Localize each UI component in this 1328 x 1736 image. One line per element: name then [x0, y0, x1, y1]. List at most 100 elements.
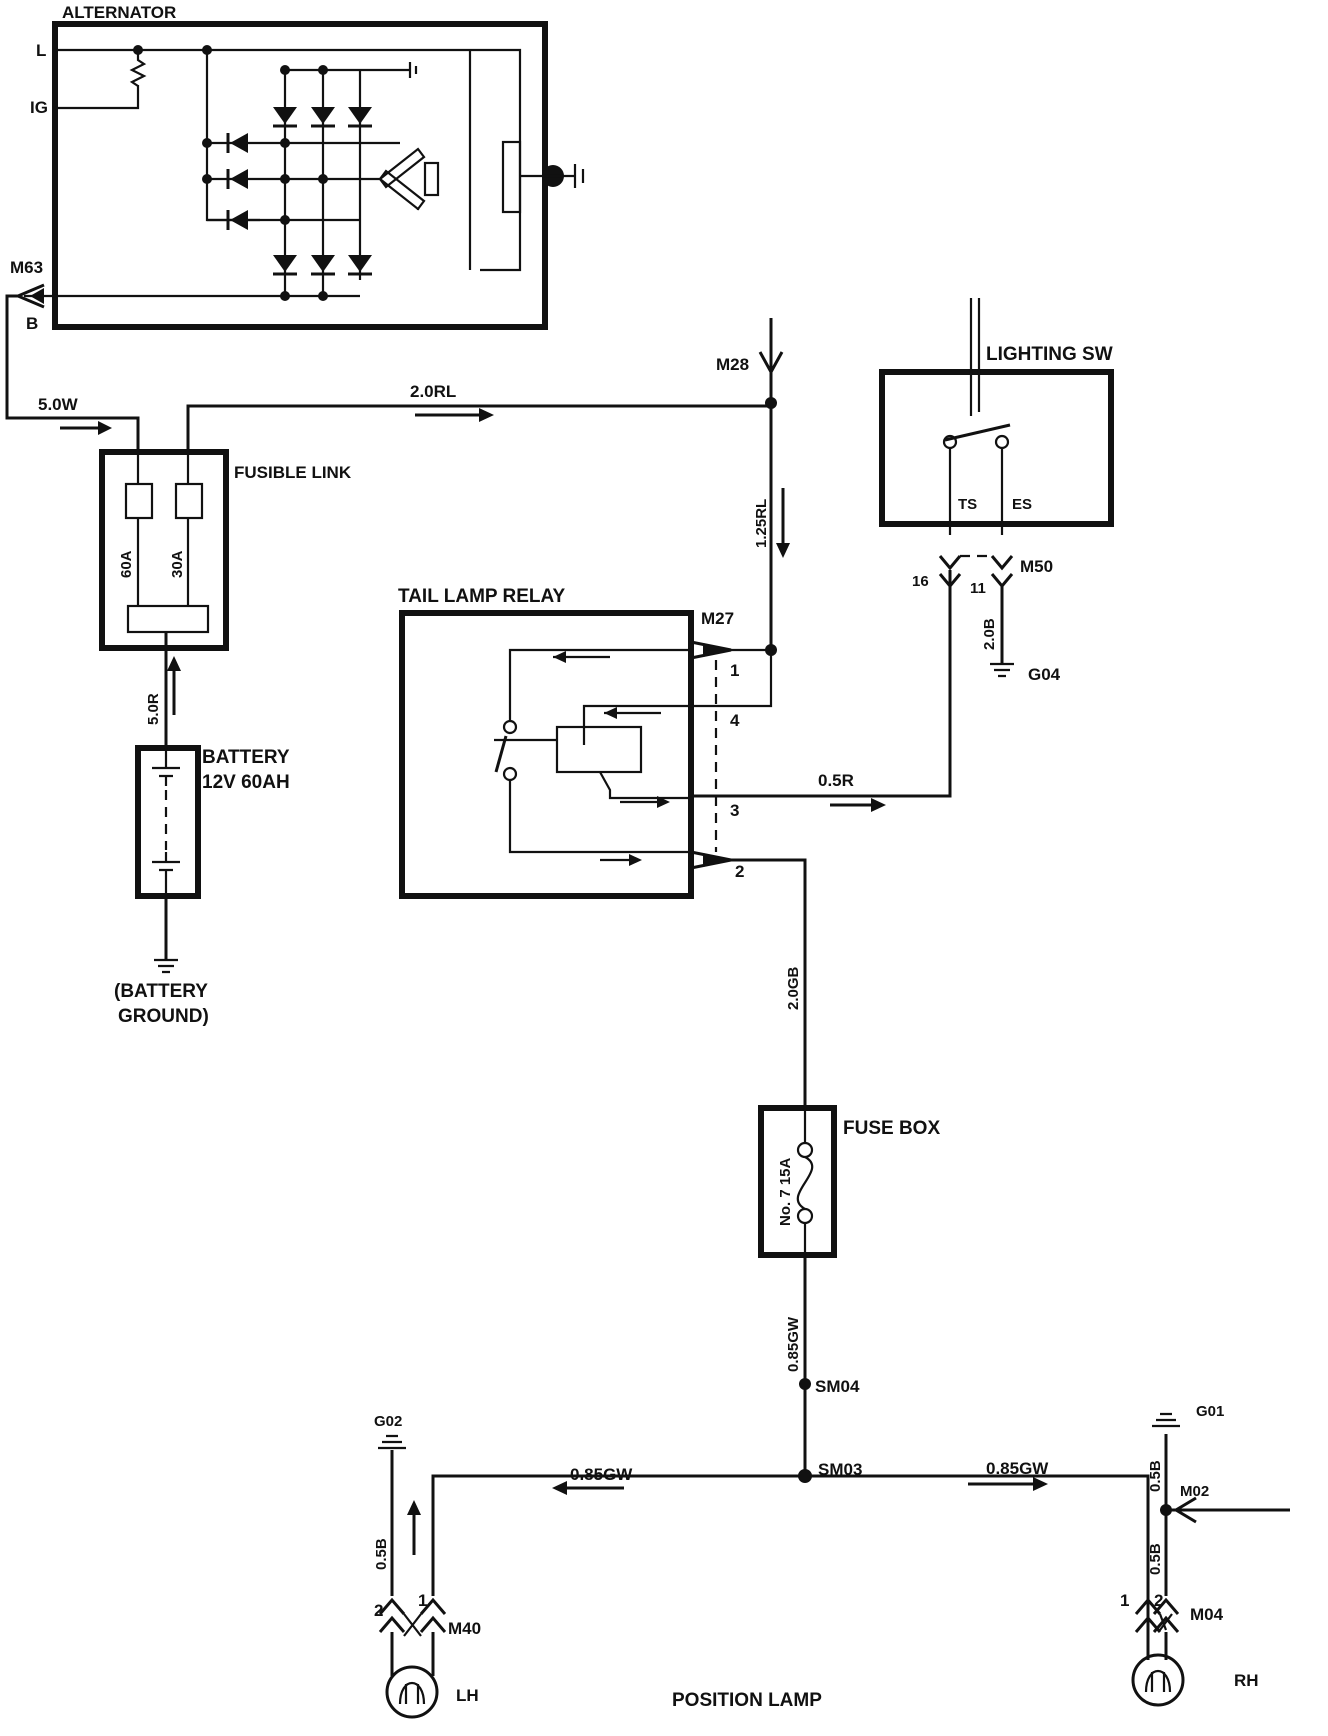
alternator-l-wire [55, 48, 522, 272]
sm04-splice [799, 1378, 811, 1390]
relay-pin-1: 1 [730, 661, 739, 680]
relay-switch-arm [494, 735, 508, 773]
alternator-ig-wire [55, 85, 140, 110]
rh-position-lamp: G01 0.5B M02 0.5B 1 2 M04 RH [1120, 1403, 1290, 1707]
fuse-60a-label: 60A [118, 550, 135, 578]
alternator: ALTERNATOR L IG M63 B [10, 3, 585, 333]
lighting-switch-ts: TS [958, 496, 977, 513]
wire-label-5-0w: 5.0W [38, 395, 79, 414]
lighting-switch: LIGHTING SW TS ES M50 16 11 2.0B G04 [879, 298, 1114, 796]
battery-title-line2: 12V 60AH [202, 772, 290, 793]
lighting-switch-pin-16: 16 [912, 573, 929, 590]
lh-pin-1: 1 [418, 1591, 427, 1610]
position-lamp-caption: POSITION LAMP [672, 1690, 822, 1711]
voltage-regulator-icon [468, 50, 585, 270]
wire-label-2-0b: 2.0B [981, 618, 998, 650]
lighting-switch-es: ES [1012, 496, 1032, 513]
g01-label: G01 [1196, 1403, 1224, 1420]
wire-label-5-0r: 5.0R [145, 693, 162, 725]
tail-lamp-relay-box [399, 610, 694, 899]
field-resistor-icon [129, 50, 147, 87]
m02-connector-icon [1173, 1496, 1197, 1524]
g02-label: G02 [374, 1413, 402, 1430]
alternator-terminal-b: B [26, 314, 38, 333]
g04-ground-icon [990, 662, 1014, 678]
fuse-box-box [758, 1105, 837, 1258]
wire-label-0-85gw-left: 0.85GW [570, 1465, 633, 1484]
diode-bridge-upper [273, 65, 372, 300]
battery-title-line1: BATTERY [202, 747, 290, 768]
m02-label: M02 [1180, 1483, 1209, 1500]
m28-label: M28 [716, 355, 749, 374]
relay-pin-3: 3 [730, 801, 739, 820]
rh-label: RH [1234, 1671, 1259, 1690]
wire-5-0w [5, 294, 140, 452]
wire-label-2-0rl: 2.0RL [410, 382, 456, 401]
battery-box [135, 745, 201, 899]
relay-pin-4: 4 [730, 711, 740, 730]
battery: BATTERY 12V 60AH [135, 745, 290, 899]
battery-ground-label-line2: GROUND) [118, 1006, 209, 1027]
wire-label-1-25rl: 1.25RL [753, 499, 770, 548]
g02-ground-icon [378, 1434, 406, 1450]
rh-pin-1: 1 [1120, 1591, 1129, 1610]
alternator-ground-icon [408, 62, 418, 78]
wire-label-0-5b-left: 0.5B [373, 1538, 390, 1570]
m04-label: M04 [1190, 1605, 1224, 1624]
stator-winding-icon [378, 147, 440, 211]
relay-connector-m27: M27 [701, 609, 734, 628]
fusible-link-box [99, 449, 229, 651]
battery-ground-icon [154, 958, 178, 974]
rh-pin-2: 2 [1154, 1591, 1163, 1610]
relay-contact-lower [502, 766, 518, 782]
fuse-box-title: FUSE BOX [843, 1118, 940, 1139]
lighting-switch-title: LIGHTING SW [986, 344, 1113, 365]
wire-label-2-0gb: 2.0GB [785, 966, 802, 1010]
lh-label: LH [456, 1686, 479, 1705]
wire-0-5r [691, 570, 952, 798]
lh-pin-2: 2 [374, 1601, 383, 1620]
wire-0-85gw-right [805, 1474, 1150, 1596]
alternator-terminal-ig: IG [30, 98, 48, 117]
alternator-connector-m63: M63 [10, 258, 43, 277]
tail-lamp-relay: TAIL LAMP RELAY M27 1 4 3 2 [398, 586, 773, 899]
relay-contact-upper [502, 719, 518, 735]
wire-label-0-5r: 0.5R [818, 771, 854, 790]
g04-label: G04 [1028, 665, 1061, 684]
sm04-label: SM04 [815, 1377, 860, 1396]
lighting-switch-box [879, 369, 1114, 527]
wire-2-0gb [731, 858, 807, 1108]
fusible-link-title: FUSIBLE LINK [234, 463, 352, 482]
lh-position-lamp: G02 0.5B 2 1 M40 LH [373, 1413, 481, 1719]
wire-2-0rl [186, 404, 771, 452]
relay-coil-icon [555, 725, 643, 774]
wire-label-0-85gw: 0.85GW [785, 1316, 802, 1372]
sm03-label: SM03 [818, 1460, 862, 1479]
lighting-switch-lever [944, 423, 1011, 442]
exciter-bus [205, 50, 260, 222]
fuse-30a-label: 30A [169, 550, 186, 578]
rh-bulb-icon [1131, 1653, 1185, 1707]
tail-lamp-relay-title: TAIL LAMP RELAY [398, 586, 565, 607]
m40-label: M40 [448, 1619, 481, 1638]
battery-ground-label-line1: (BATTERY [114, 981, 208, 1002]
lh-bulb-icon [385, 1665, 439, 1719]
wire-label-0-85gw-right: 0.85GW [986, 1459, 1049, 1478]
lighting-switch-pin-11: 11 [970, 580, 986, 597]
alternator-title: ALTERNATOR [62, 3, 176, 22]
fusible-link: FUSIBLE LINK 60A 30A [99, 449, 352, 651]
exciter-diodes [202, 133, 400, 230]
wire-label-0-5b-right-bottom: 0.5B [1147, 1543, 1164, 1575]
g01-ground-icon [1152, 1412, 1180, 1428]
wire-label-0-5b-right-top: 0.5B [1147, 1460, 1164, 1492]
fuse-box: FUSE BOX No. 7 15A [758, 1105, 940, 1258]
relay-pin-2: 2 [735, 862, 744, 881]
wire-0-85gw-left [431, 1474, 805, 1596]
diode-bridge-lower [273, 255, 372, 301]
fuse-7-icon [796, 1156, 814, 1210]
alternator-terminal-l: L [36, 41, 46, 60]
lighting-switch-m50: M50 [1020, 557, 1053, 576]
m28-connector-icon [758, 351, 784, 376]
fuse-box-fuse-label: No. 7 15A [777, 1157, 794, 1226]
